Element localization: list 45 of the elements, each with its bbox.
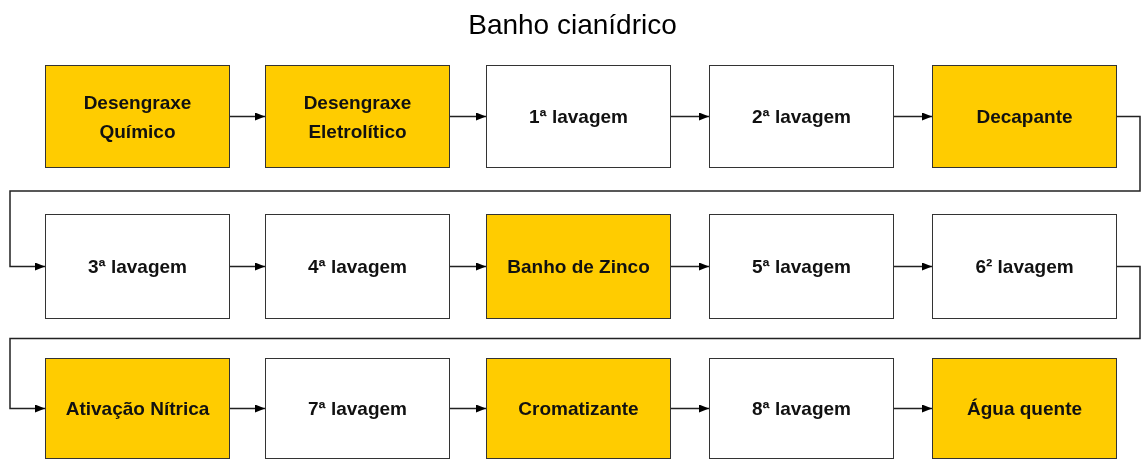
arrow (449, 112, 487, 121)
arrow (893, 112, 933, 121)
arrow (229, 404, 266, 413)
process-box (932, 358, 1117, 459)
process-box (265, 214, 450, 319)
arrow (893, 404, 933, 413)
process-box (45, 358, 230, 459)
arrow (893, 262, 933, 271)
step-label: Decapante (975, 105, 1074, 129)
step-label: 7ª lavagem (307, 397, 408, 421)
step-label: Água quente (965, 397, 1084, 421)
step-label: 4ª lavagem (307, 255, 408, 279)
arrow (9, 265, 1141, 413)
arrow (229, 112, 266, 121)
process-box (932, 65, 1117, 168)
process-box (265, 358, 450, 459)
step-label: Desengraxe Eletrolítico (302, 90, 413, 144)
arrow (449, 404, 487, 413)
process-box (709, 214, 894, 319)
process-box (709, 358, 894, 459)
step-label: Desengraxe Químico (82, 90, 193, 144)
step-label: 2ª lavagem (751, 105, 852, 129)
process-box (932, 214, 1117, 319)
step-label: 8ª lavagem (751, 397, 852, 421)
arrow (670, 262, 710, 271)
step-label: Cromatizante (517, 397, 640, 421)
diagram-title: Banho cianídrico (467, 8, 678, 42)
process-box (265, 65, 450, 168)
step-label: 6² lavagem (974, 255, 1075, 279)
step-label: Banho de Zinco (506, 255, 651, 279)
step-label: Ativação Nítrica (64, 397, 211, 421)
arrow (449, 262, 487, 271)
process-box (45, 214, 230, 319)
process-box (486, 358, 671, 459)
arrow (670, 112, 710, 121)
step-label: 3ª lavagem (87, 255, 188, 279)
process-box (45, 65, 230, 168)
process-box (486, 65, 671, 168)
step-label: 1ª lavagem (528, 105, 629, 129)
arrow (9, 115, 1141, 271)
process-box (709, 65, 894, 168)
process-box (486, 214, 671, 319)
arrow (670, 404, 710, 413)
step-label: 5ª lavagem (751, 255, 852, 279)
arrow (229, 262, 266, 271)
